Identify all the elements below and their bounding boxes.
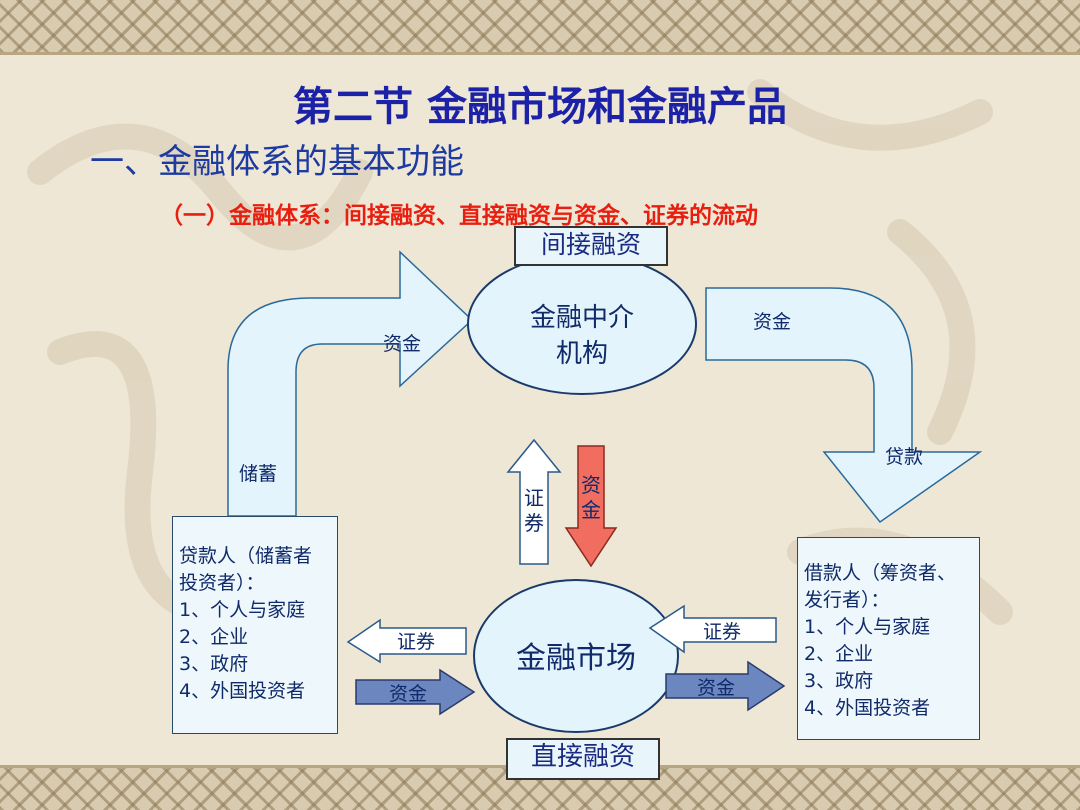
lender-line: 投资者）： bbox=[179, 572, 265, 594]
indirect-financing-label: 间接融资 bbox=[514, 226, 668, 266]
page-title: 第二节 金融市场和金融产品 bbox=[293, 83, 787, 130]
lender-line: 3、政府 bbox=[179, 653, 249, 675]
funds-right-label: 资金 bbox=[753, 311, 791, 333]
savings-label: 储蓄 bbox=[239, 463, 277, 485]
subsection-heading: （一）金融体系：间接融资、直接融资与资金、证券的流动 bbox=[160, 203, 758, 229]
securities-up-label-1: 证 bbox=[524, 486, 544, 510]
funds-down-arrow bbox=[564, 445, 618, 568]
intermediary-label-line2: 机构 bbox=[556, 339, 608, 369]
loans-curved-arrow bbox=[705, 287, 983, 524]
lender-line: 1、个人与家庭 bbox=[179, 599, 306, 621]
borrower-line: 1、个人与家庭 bbox=[804, 616, 931, 638]
lender-box: 贷款人（储蓄者 投资者）： 1、个人与家庭 2、企业 3、政府 4、外国投资者 bbox=[172, 516, 338, 734]
intermediary-label-line1: 金融中介 bbox=[530, 303, 634, 333]
lender-line: 2、企业 bbox=[179, 626, 249, 648]
funds-right-bottom-label: 资金 bbox=[697, 677, 735, 699]
funds-down-label-1: 资 bbox=[581, 473, 601, 497]
loans-label: 贷款 bbox=[885, 446, 923, 468]
borrower-line: 借款人（筹资者、 bbox=[804, 562, 957, 584]
market-label: 金融市场 bbox=[516, 641, 636, 676]
funds-left-label: 资金 bbox=[383, 333, 421, 355]
lender-line: 4、外国投资者 bbox=[179, 680, 306, 702]
funds-from-lender-arrow bbox=[355, 668, 476, 716]
securities-up-arrow bbox=[506, 438, 562, 565]
savings-curved-arrow bbox=[227, 250, 474, 517]
borrower-box: 借款人（筹资者、 发行者）： 1、个人与家庭 2、企业 3、政府 4、外国投资者 bbox=[797, 537, 980, 740]
borrower-line: 2、企业 bbox=[804, 643, 874, 665]
borrower-line: 4、外国投资者 bbox=[804, 697, 931, 719]
funds-down-label-2: 金 bbox=[581, 498, 601, 522]
lender-line: 贷款人（储蓄者 bbox=[179, 545, 313, 567]
funds-to-borrower-arrow bbox=[665, 660, 786, 712]
securities-to-lender-arrow bbox=[346, 618, 467, 664]
direct-financing-label: 直接融资 bbox=[506, 738, 660, 780]
securities-up-label-2: 券 bbox=[524, 511, 544, 535]
securities-from-borrower-arrow bbox=[648, 604, 777, 654]
securities-left-label: 证券 bbox=[397, 631, 435, 653]
decorative-top-border bbox=[0, 0, 1080, 55]
borrower-line: 3、政府 bbox=[804, 670, 874, 692]
borrower-line: 发行者）： bbox=[804, 589, 890, 611]
financial-market-node bbox=[473, 579, 679, 733]
funds-left-bottom-label: 资金 bbox=[389, 683, 427, 705]
securities-right-label: 证券 bbox=[703, 621, 741, 643]
section-subtitle: 一、金融体系的基本功能 bbox=[90, 142, 464, 182]
